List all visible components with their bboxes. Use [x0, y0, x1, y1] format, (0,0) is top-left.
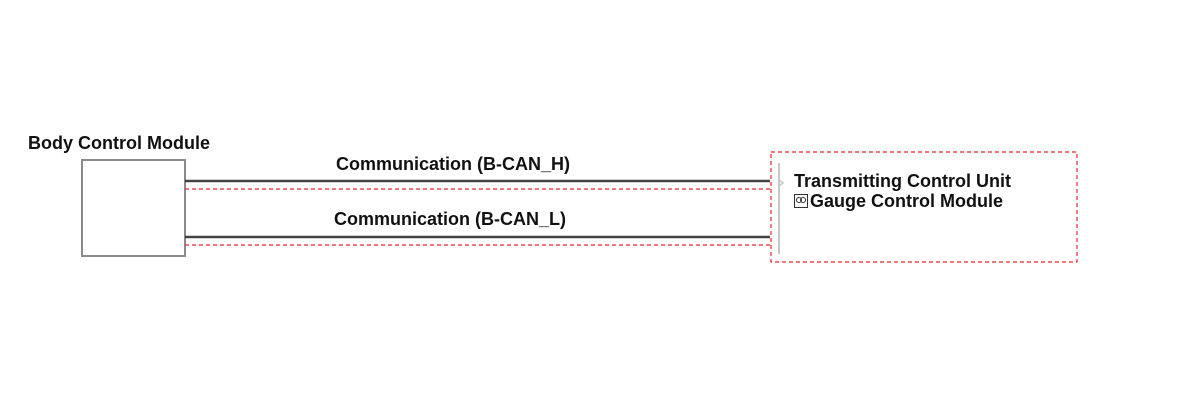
- connector-bracket-notch: [778, 179, 785, 187]
- b-can-h-label: Communication (B-CAN_H): [336, 154, 570, 174]
- b-can-l-label: Communication (B-CAN_L): [334, 209, 566, 229]
- unrendered-character-icon: [794, 194, 808, 208]
- gauge-control-module-label: Gauge Control Module: [810, 191, 1003, 211]
- transmitting-control-unit-outline: [770, 151, 1078, 263]
- gauge-control-module-row: Gauge Control Module: [794, 191, 1003, 211]
- body-control-module-label: Body Control Module: [28, 133, 210, 153]
- transmitting-control-unit-label: Transmitting Control Unit: [794, 171, 1011, 191]
- body-control-module-box: [81, 159, 186, 257]
